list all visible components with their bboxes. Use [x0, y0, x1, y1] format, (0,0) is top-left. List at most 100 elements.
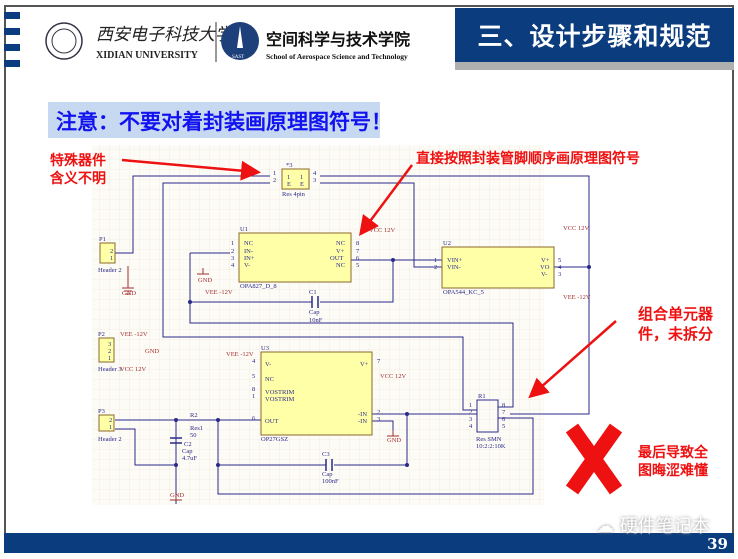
- schematic-label: 4: [313, 170, 317, 177]
- schematic-label: 2: [109, 417, 112, 424]
- schematic-label: U2: [443, 240, 451, 247]
- schematic-label: VOSTRIM: [265, 389, 294, 396]
- arrow-to-r1: [528, 320, 617, 399]
- schematic-label: OUT: [330, 255, 343, 262]
- schematic-label: 3: [108, 341, 111, 348]
- schematic-label: Res SMN: [476, 436, 502, 443]
- arrow-to-u1: [359, 164, 414, 237]
- u3-part: [260, 351, 373, 436]
- schematic-label: OPA544_KC_5: [443, 289, 484, 296]
- schematic-label: VCC 12V: [563, 225, 589, 232]
- power-symbols: [122, 266, 399, 501]
- u1-part: [238, 232, 352, 283]
- schematic-label: R1: [478, 393, 486, 400]
- schematic-label: VIN+: [447, 257, 463, 264]
- schematic-label: 2: [108, 348, 111, 355]
- schematic-label: OUT: [265, 418, 278, 425]
- schematic-label: 8: [356, 240, 359, 247]
- schematic-label: 2: [273, 177, 276, 184]
- p2-part: [98, 337, 115, 363]
- junctions: [174, 258, 591, 467]
- schematic-label: GND: [145, 348, 159, 355]
- schematic-label: 1: [110, 255, 113, 262]
- schematic-label: 4: [469, 423, 473, 430]
- schematic-label: 3: [377, 416, 380, 423]
- schematic-label: VO: [540, 264, 550, 271]
- university-name-cn: 西安电子科技大学: [96, 25, 234, 44]
- schematic-label: NC: [244, 240, 253, 247]
- schematic-label: GND: [198, 277, 212, 284]
- schematic-label: 7: [356, 248, 360, 255]
- schematic-label: 7: [377, 358, 381, 365]
- u2-part: [441, 246, 555, 289]
- schematic-label: 3: [469, 416, 472, 423]
- schematic-label: 5: [252, 373, 255, 380]
- schematic-label: VCC 12V: [369, 227, 395, 234]
- schematic-label: -IN: [358, 418, 367, 425]
- schematic-label: V+: [336, 248, 345, 255]
- university-name-en: XIDIAN UNIVERSITY: [96, 50, 199, 61]
- schematic-label: 1: [300, 174, 303, 181]
- annotation-pin-order: 直接按照封装管脚顺序画原理图符号: [416, 151, 640, 167]
- schematic-label: V-: [265, 361, 271, 368]
- annotation-result: 最后导致全图晦涩难懂: [638, 445, 708, 479]
- decor-stripe: [4, 60, 20, 67]
- schematic-label: OPA827_D_8: [240, 283, 277, 290]
- schematic-label: Cap: [309, 309, 319, 316]
- schematic-label: 3: [231, 255, 234, 262]
- p3-part: [98, 414, 115, 432]
- schematic-label: 8: [502, 402, 505, 409]
- schematic-label: 2: [469, 409, 472, 416]
- schematic-label: 1: [287, 174, 290, 181]
- schematic-label: 2: [434, 264, 437, 271]
- schematic-label: 2: [110, 248, 113, 255]
- wires: [115, 175, 590, 504]
- schematic-label: 6: [252, 415, 256, 422]
- schematic-label: U1: [240, 226, 248, 233]
- schematic-label: VEE -12V: [563, 294, 591, 301]
- schematic-label: 1: [231, 240, 234, 247]
- schematic-label: NC: [336, 240, 345, 247]
- schematic-label: IN-: [244, 248, 253, 255]
- schematic-label: 100nF: [322, 478, 339, 485]
- decor-stripe: [4, 28, 20, 35]
- schematic-label: E: [300, 181, 304, 188]
- schematic-label: C1: [309, 289, 317, 296]
- p1-part: [99, 242, 116, 264]
- schematic-label: Header 2: [98, 436, 122, 443]
- schematic-label: VOSTRIM: [265, 396, 294, 403]
- schematic-label: P2: [98, 331, 105, 338]
- schematic-label: V-: [244, 262, 250, 269]
- schematic-label: 50: [190, 432, 197, 439]
- schematic-label: 1: [109, 424, 112, 431]
- header-logos: 西安电子科技大学 XIDIAN UNIVERSITY SAST 空间科学与技术学…: [45, 22, 410, 62]
- footer-bar: [4, 533, 734, 553]
- schematic-label: 1: [273, 170, 276, 177]
- schematic-label: GND: [122, 290, 136, 297]
- schematic-label: VEE -12V: [120, 331, 148, 338]
- schematic-label: 7: [502, 409, 506, 416]
- schematic-label: 2: [377, 409, 380, 416]
- schematic-label: 3: [558, 271, 561, 278]
- schematic-label: 1: [434, 257, 437, 264]
- schematic-label: C2: [184, 441, 192, 448]
- schematic-label: NC: [265, 376, 274, 383]
- schematic-label: GND: [387, 437, 401, 444]
- schematic-label: Header 2: [98, 267, 122, 274]
- schematic-label: 4: [231, 262, 235, 269]
- schematic-label: VCC 12V: [120, 366, 146, 373]
- title-shadow: [455, 62, 734, 70]
- schematic-label: 4.7uF: [182, 455, 197, 462]
- annotation-special-part: 特殊器件含义不明: [50, 153, 106, 187]
- schematic-label: 10:2:2:10K: [476, 443, 506, 450]
- schematic-label: R2: [190, 412, 198, 419]
- schematic-label: 4: [252, 358, 256, 365]
- school-name-en: School of Aerospace Science and Technolo…: [266, 52, 408, 61]
- schematic-label: OP27GSZ: [261, 436, 288, 443]
- schematic-label: Res1: [190, 425, 203, 432]
- schematic-label: 3: [313, 177, 316, 184]
- arrow-to-res4pin: [121, 158, 261, 181]
- schematic-label: VCC 12V: [380, 373, 406, 380]
- section-title: 三、设计步骤和规范: [455, 8, 734, 62]
